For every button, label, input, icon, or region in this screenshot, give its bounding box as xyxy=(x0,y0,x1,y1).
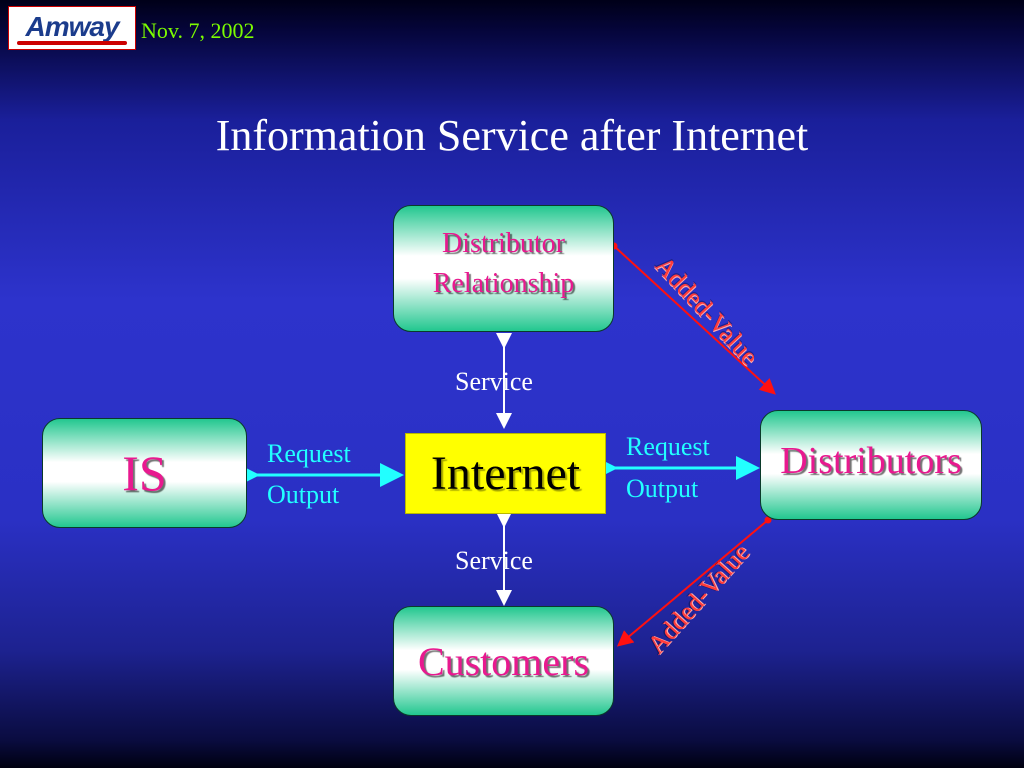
node-is: IS xyxy=(42,418,247,528)
node-internet: Internet xyxy=(405,433,606,514)
node-distributor-relationship-line1: Distributor xyxy=(442,227,565,259)
service-label-top: Service xyxy=(455,367,533,396)
logo-swoosh xyxy=(17,41,127,45)
node-distributor-relationship: Distributor Relationship xyxy=(393,205,614,332)
node-internet-label: Internet xyxy=(430,447,581,500)
added-value-arrow-top xyxy=(613,245,776,395)
right-output-label: Output xyxy=(626,474,699,503)
left-output-label: Output xyxy=(267,480,340,509)
node-distributors: Distributors xyxy=(760,410,982,520)
left-request-label: Request xyxy=(267,439,351,468)
node-is-label: IS xyxy=(122,445,167,501)
amway-logo: Amway xyxy=(8,6,136,50)
slide-date: Nov. 7, 2002 xyxy=(141,18,255,43)
logo-text: Amway xyxy=(25,11,119,42)
service-label-bottom: Service xyxy=(455,546,533,575)
added-value-arrow-bottom xyxy=(616,519,769,647)
right-request-label: Request xyxy=(626,432,710,461)
node-customers-label: Customers xyxy=(417,638,590,684)
node-customers: Customers xyxy=(393,606,614,716)
node-distributors-label: Distributors xyxy=(780,440,962,482)
slide-title: Information Service after Internet xyxy=(215,111,809,160)
node-distributor-relationship-line2: Relationship xyxy=(432,267,575,299)
